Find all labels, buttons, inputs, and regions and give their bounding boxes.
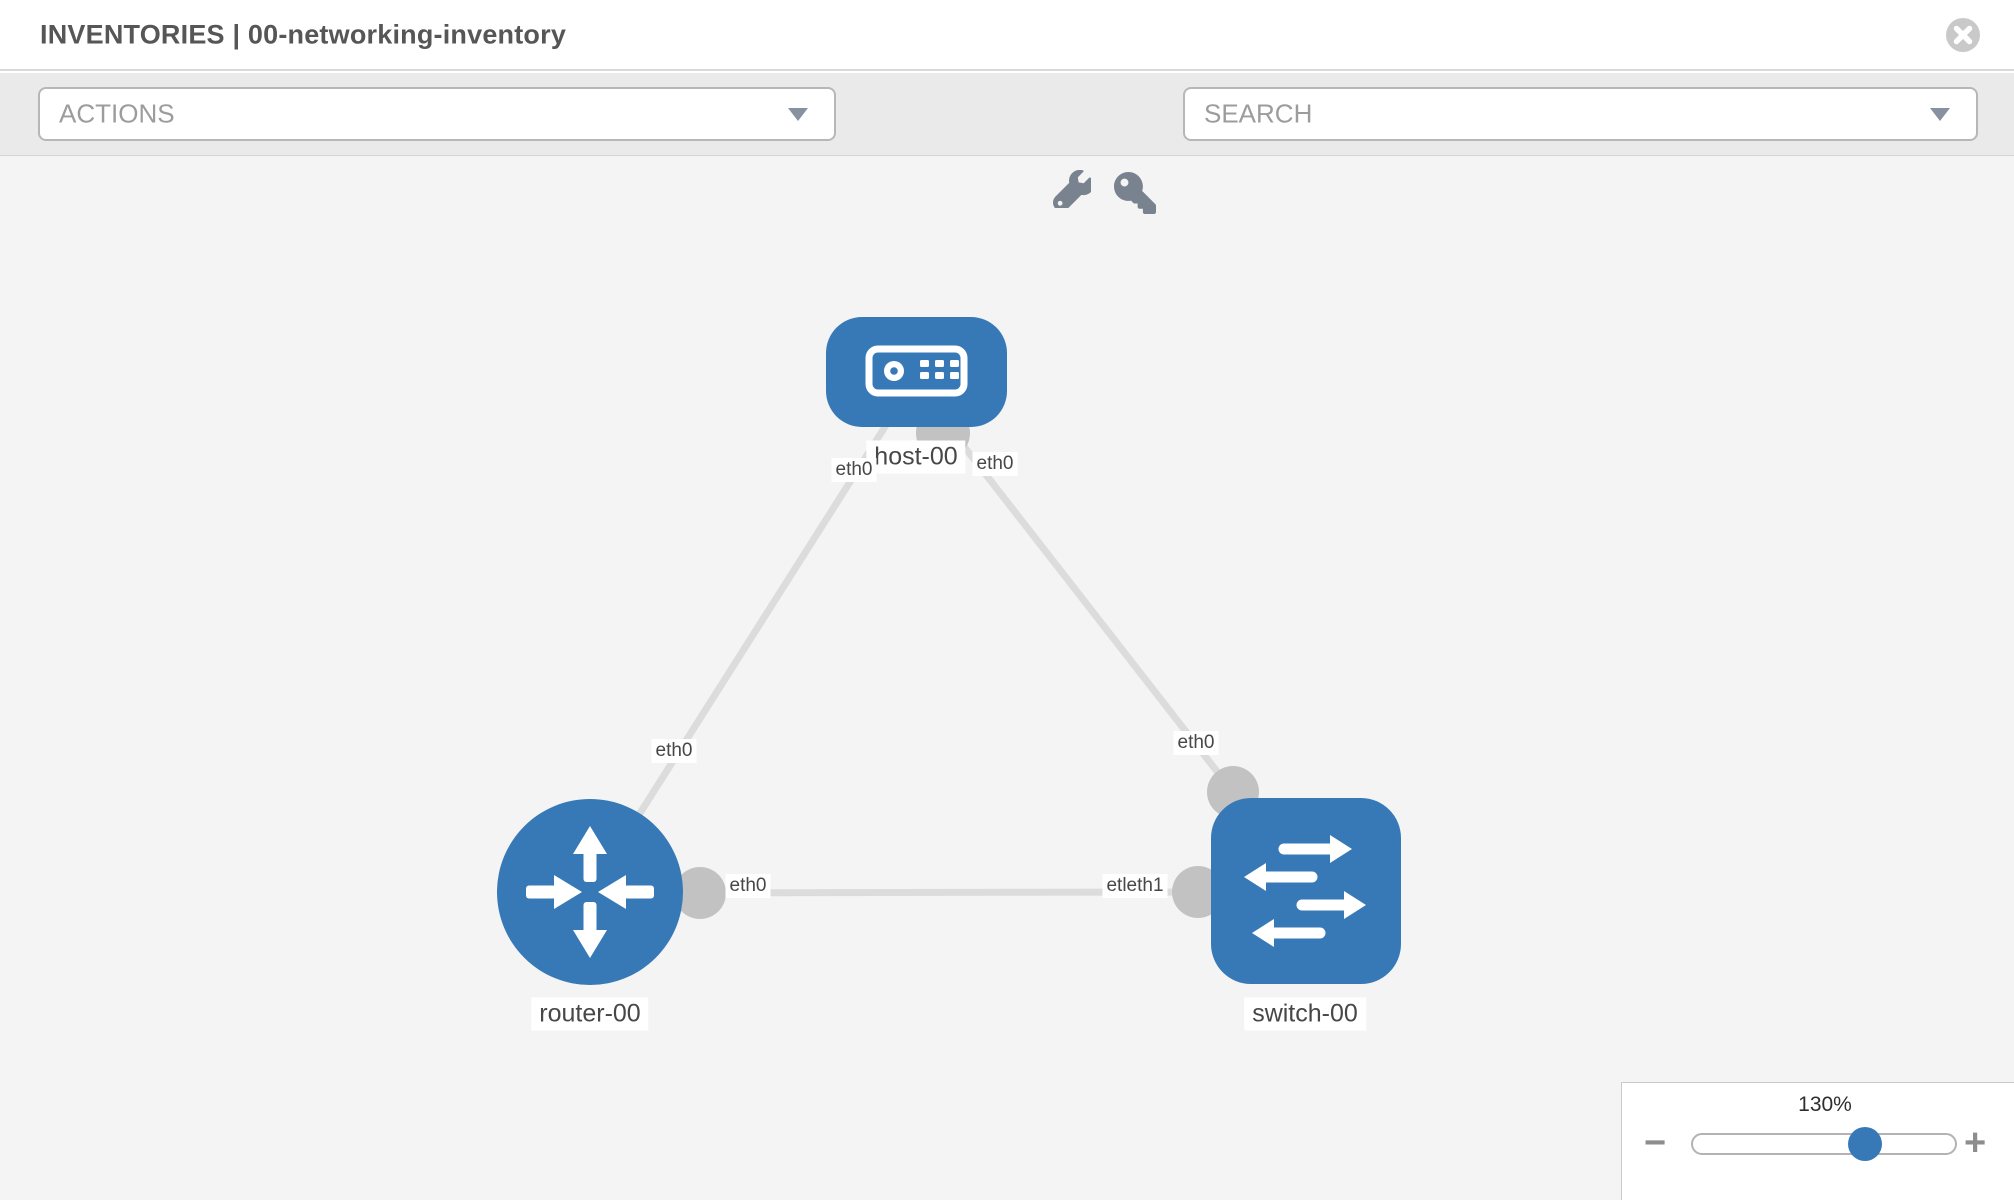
interface-ports bbox=[674, 406, 1259, 919]
node-host-00[interactable] bbox=[826, 317, 1007, 427]
topology-canvas[interactable]: host-00 router-00 switch-00 eth0 eth0 et… bbox=[0, 156, 2014, 1200]
close-icon bbox=[1946, 18, 1980, 52]
page-header: INVENTORIES | 00-networking-inventory bbox=[0, 0, 2014, 71]
search-dropdown-label: SEARCH bbox=[1204, 98, 1313, 129]
key-icon bbox=[1114, 172, 1156, 214]
topology-links bbox=[587, 420, 1236, 897]
topology-graph bbox=[497, 317, 1401, 985]
toolbar: ACTIONS SEARCH bbox=[0, 73, 2014, 214]
interface-label-host00-eth0-left: eth0 bbox=[831, 458, 877, 482]
node-label-host-00: host-00 bbox=[866, 440, 966, 474]
node-label-switch-00: switch-00 bbox=[1244, 997, 1366, 1031]
zoom-level-value: 130% bbox=[1798, 1093, 1852, 1116]
node-switch-00[interactable] bbox=[1211, 798, 1401, 984]
chevron-down-icon bbox=[1930, 108, 1950, 121]
actions-dropdown[interactable]: ACTIONS bbox=[38, 87, 836, 141]
interface-label-router00-eth0: eth0 bbox=[725, 874, 771, 898]
interface-label-switch00-eth0-up: eth0 bbox=[1173, 731, 1219, 755]
node-label-router-00: router-00 bbox=[531, 997, 649, 1031]
chevron-down-icon bbox=[788, 108, 808, 121]
key-button[interactable] bbox=[1114, 172, 1156, 214]
zoom-in-button[interactable]: + bbox=[1964, 1122, 1987, 1164]
actions-dropdown-label: ACTIONS bbox=[59, 98, 175, 129]
page-title: INVENTORIES | 00-networking-inventory bbox=[40, 19, 567, 49]
search-dropdown[interactable]: SEARCH bbox=[1183, 87, 1978, 141]
zoom-slider-thumb[interactable] bbox=[1848, 1127, 1882, 1161]
interface-label-switch00-eth1: etleth1 bbox=[1102, 874, 1168, 898]
zoom-out-button[interactable]: − bbox=[1644, 1122, 1667, 1164]
interface-label-router00-eth0-up: eth0 bbox=[651, 739, 697, 763]
host-icon bbox=[865, 345, 968, 397]
node-router-00[interactable] bbox=[497, 799, 683, 985]
port-router00-eth0 bbox=[674, 867, 726, 919]
switch-icon bbox=[1244, 835, 1366, 947]
close-button[interactable] bbox=[1945, 17, 1981, 53]
configure-button[interactable] bbox=[1052, 169, 1095, 212]
router-icon bbox=[526, 826, 654, 958]
zoom-slider-track[interactable] bbox=[1691, 1133, 1957, 1155]
interface-label-host00-eth0-right: eth0 bbox=[972, 452, 1018, 476]
wrench-icon bbox=[1053, 169, 1095, 212]
zoom-control-panel: 130% − + bbox=[1621, 1082, 2014, 1200]
